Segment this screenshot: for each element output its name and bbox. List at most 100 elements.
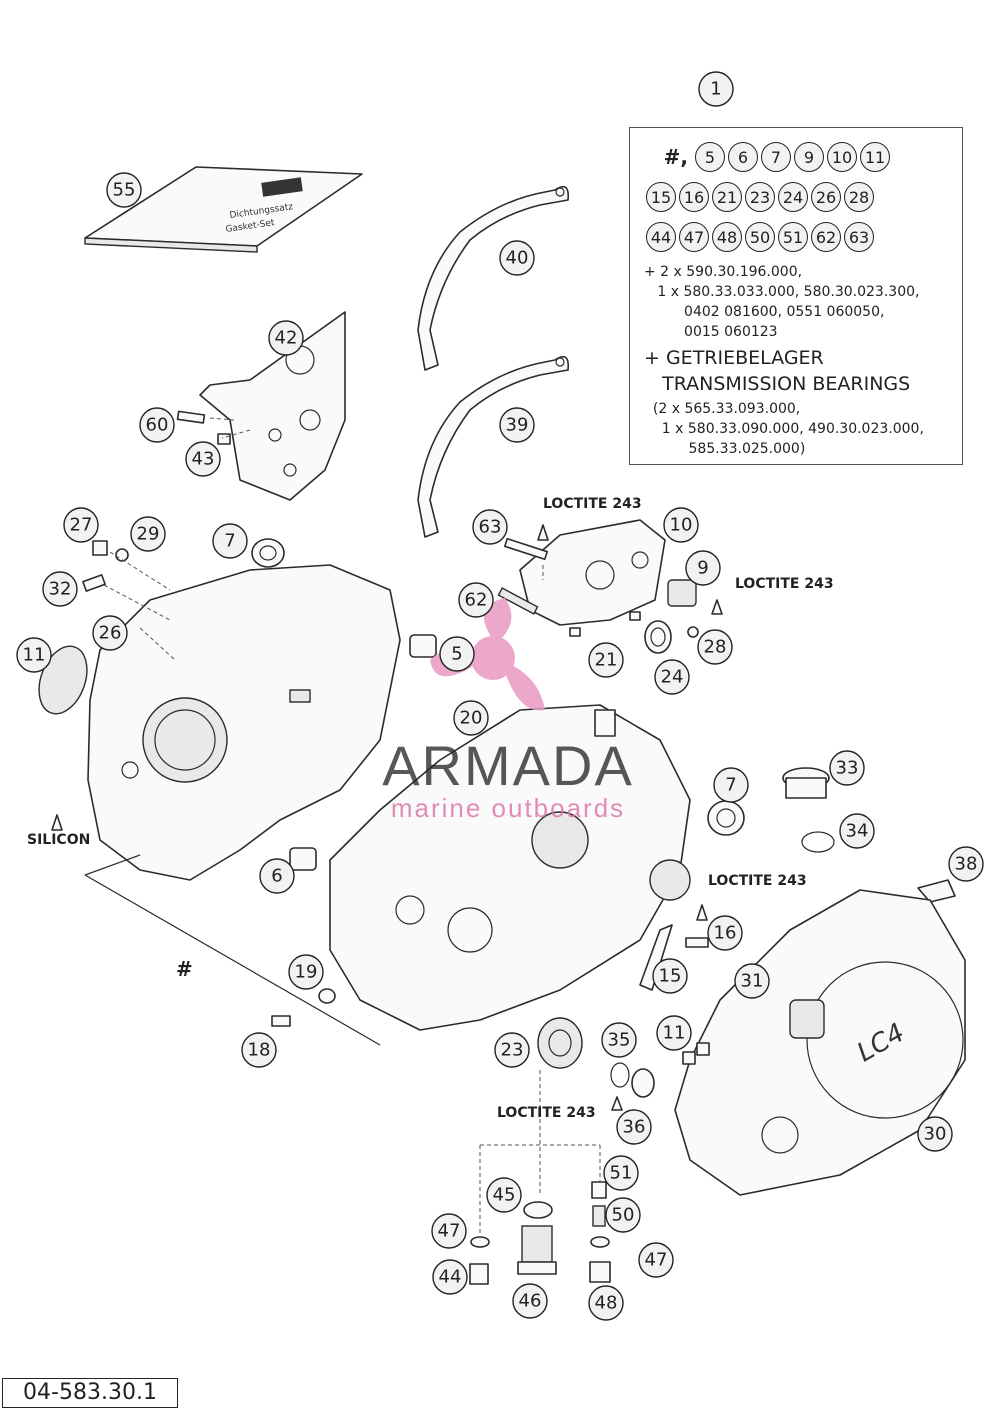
callout-51: 51 <box>603 1155 639 1191</box>
kit-bearing-line: 1 x 580.33.090.000, 490.30.023.000, <box>644 421 924 437</box>
callout-number: 44 <box>439 1267 462 1288</box>
loctite-drop-mid <box>696 904 708 921</box>
callout-number: 21 <box>595 650 618 671</box>
callout-number: 47 <box>438 1221 461 1242</box>
chain-guide-40 <box>417 185 570 371</box>
note-silicon: SILICON <box>27 832 90 848</box>
gasket-set-card: Dichtungssatz Gasket-Set <box>84 166 363 253</box>
callout-number: 15 <box>659 966 682 987</box>
callout-number: 60 <box>146 415 169 436</box>
callout-24: 24 <box>654 659 690 695</box>
callout-23: 23 <box>494 1032 530 1068</box>
callout-60: 60 <box>139 407 175 443</box>
kit-callout: 23 <box>745 182 775 212</box>
callout-7: 7 <box>212 523 248 559</box>
callout-34: 34 <box>839 813 875 849</box>
callout-number: 11 <box>663 1023 686 1044</box>
callout-5: 5 <box>439 636 475 672</box>
callout-number: 1 <box>710 79 721 100</box>
callout-number: 27 <box>70 515 93 536</box>
callout-number: 24 <box>661 667 684 688</box>
kit-bearing-de: + GETRIEBELAGER <box>644 347 824 369</box>
note-loctite-mid: LOCTITE 243 <box>708 873 807 889</box>
kit-callout: 50 <box>745 222 775 252</box>
kit-callout: 16 <box>679 182 709 212</box>
bushing-7-top <box>251 538 285 568</box>
callout-number: 33 <box>836 758 859 779</box>
kit-callout: 9 <box>794 142 824 172</box>
seal-45 <box>523 1201 553 1219</box>
kit-callout: 5 <box>695 142 725 172</box>
callout-18: 18 <box>241 1032 277 1068</box>
callout-number: 5 <box>451 644 462 665</box>
kit-callout: 21 <box>712 182 742 212</box>
callout-33: 33 <box>829 750 865 786</box>
callout-number: 43 <box>192 449 215 470</box>
callout-number: 47 <box>645 1250 668 1271</box>
crankcase-right <box>329 704 691 1031</box>
callout-42: 42 <box>268 320 304 356</box>
loctite-drop-bottom <box>611 1096 623 1111</box>
bearing-6 <box>289 847 317 871</box>
callout-31: 31 <box>734 963 770 999</box>
callout-47: 47 <box>431 1213 467 1249</box>
callout-number: 9 <box>697 558 708 579</box>
callout-number: 6 <box>271 866 282 887</box>
callout-43: 43 <box>185 441 221 477</box>
callout-number: 55 <box>113 180 136 201</box>
kit-prefix: #, <box>663 145 688 169</box>
chain-guide-39 <box>417 355 570 538</box>
callout-48: 48 <box>588 1285 624 1321</box>
callout-30: 30 <box>917 1116 953 1152</box>
loctite-drop-right <box>711 599 723 615</box>
plug-51 <box>591 1181 607 1199</box>
callout-number: 28 <box>704 637 727 658</box>
callout-40: 40 <box>499 240 535 276</box>
callout-number: 32 <box>49 579 72 600</box>
oil-seal-28 <box>38 645 88 715</box>
kit-bearing-line: (2 x 565.33.093.000, <box>644 401 801 417</box>
screw-21 <box>687 626 699 638</box>
callout-number: 63 <box>479 517 502 538</box>
callout-20: 20 <box>453 700 489 736</box>
plug-44 <box>469 1263 489 1285</box>
callout-36: 36 <box>616 1109 652 1145</box>
callout-39: 39 <box>499 407 535 443</box>
callout-number: 26 <box>99 623 122 644</box>
callout-number: 30 <box>924 1124 947 1145</box>
callout-21: 21 <box>588 642 624 678</box>
callout-62: 62 <box>458 582 494 618</box>
callout-number: 20 <box>460 708 483 729</box>
callout-11: 11 <box>656 1015 692 1051</box>
crankcase-left <box>87 564 401 881</box>
bearing-5 <box>409 634 437 658</box>
callout-32: 32 <box>42 571 78 607</box>
kit-line: 0015 060123 <box>644 324 778 340</box>
dowel-43 <box>217 433 231 445</box>
callout-number: 34 <box>846 821 869 842</box>
kit-bearing-line: 585.33.025.000) <box>644 441 806 457</box>
callout-29: 29 <box>130 516 166 552</box>
callout-number: 31 <box>741 971 764 992</box>
kit-callout: 7 <box>761 142 791 172</box>
callout-number: 11 <box>23 645 46 666</box>
kit-callout: 47 <box>679 222 709 252</box>
kit-callout: 24 <box>778 182 808 212</box>
silicon-drop <box>51 814 63 831</box>
bearing-23 <box>537 1017 583 1069</box>
kit-row-3: 44 47 48 50 51 62 63 <box>646 222 978 252</box>
watermark-tagline: marine outboards <box>390 793 626 823</box>
kit-callout: 44 <box>646 222 676 252</box>
oil-seal-36 <box>631 1068 655 1098</box>
leader-lines <box>84 417 601 1235</box>
callout-number: 48 <box>595 1293 618 1314</box>
spring-62 <box>497 587 539 615</box>
seal-47-left <box>470 1236 490 1248</box>
bearing-9 <box>667 579 697 607</box>
o-ring-34 <box>801 831 835 853</box>
callout-number: 46 <box>519 1291 542 1312</box>
callout-9: 9 <box>685 550 721 586</box>
washer-19 <box>318 988 336 1004</box>
kit-bearing-en: TRANSMISSION BEARINGS <box>644 373 911 395</box>
